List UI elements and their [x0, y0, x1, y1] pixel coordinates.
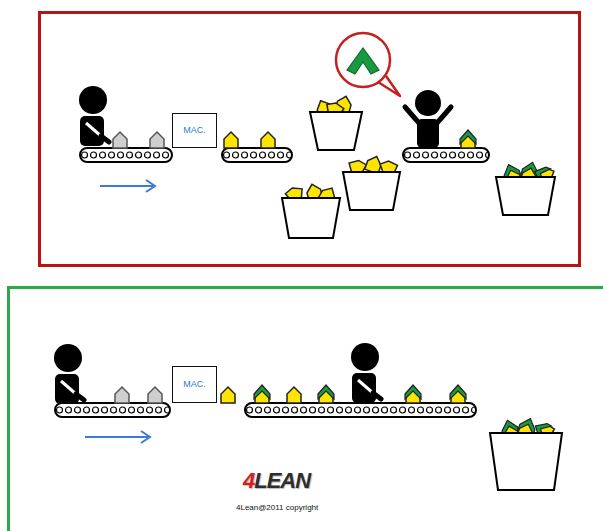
yellow-part: [224, 132, 238, 148]
worker: [351, 343, 381, 403]
cheering-worker: [405, 90, 451, 148]
machine-label: MAC.: [183, 380, 206, 390]
conveyor: [55, 403, 170, 417]
conveyor: [222, 148, 292, 162]
machine-box: MAC.: [172, 113, 217, 148]
grey-part: [148, 387, 162, 403]
finished-part: [405, 385, 421, 403]
speech-bubble: [336, 33, 400, 96]
grey-part: [115, 387, 129, 403]
conveyor: [80, 148, 172, 162]
grey-part: [150, 132, 164, 148]
yellow-part: [221, 387, 235, 403]
bin: [310, 94, 362, 150]
grey-part: [113, 132, 127, 148]
machine-box: MAC.: [172, 366, 217, 403]
finished-part: [318, 385, 334, 403]
worker: [54, 344, 84, 404]
finished-part: [460, 130, 476, 148]
good-frame: [9, 288, 603, 531]
bad-frame: [40, 13, 580, 266]
finished-part: [254, 385, 270, 403]
worker: [79, 86, 109, 146]
yellow-part: [287, 387, 301, 403]
bin: [282, 182, 340, 238]
conveyor: [245, 403, 476, 417]
flow-arrow: [85, 431, 150, 443]
flow-arrow: [100, 180, 155, 192]
logo-text: 4LEAN: [243, 468, 310, 494]
copyright-note: 4Lean@2011 copyright: [236, 503, 318, 512]
bin: [343, 154, 400, 210]
yellow-part: [261, 132, 275, 148]
bin: [490, 416, 562, 490]
conveyor: [403, 148, 489, 162]
machine-label: MAC.: [183, 126, 206, 136]
finished-part: [450, 385, 466, 403]
bin: [496, 160, 555, 215]
